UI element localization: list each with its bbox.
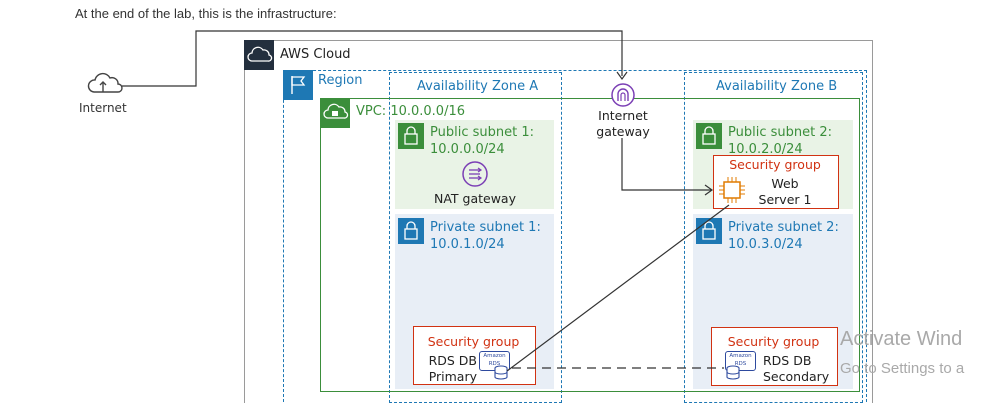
region-label: Region <box>318 73 363 88</box>
lock-icon <box>398 123 424 149</box>
nat-gateway-label: NAT gateway <box>433 191 516 206</box>
watermark-settings: Go to Settings to a <box>840 360 965 377</box>
cloud-icon <box>244 40 274 70</box>
aws-cloud-label: AWS Cloud <box>280 47 351 62</box>
cloud-lock-icon <box>320 98 350 128</box>
public-subnet-1-label: Public subnet 1:10.0.0.0/24 <box>430 125 534 157</box>
lock-icon <box>398 218 424 244</box>
lock-icon <box>696 218 722 244</box>
az-b-label: Availability Zone B <box>716 79 838 94</box>
internet-label: Internet <box>79 101 127 115</box>
flag-icon <box>283 70 313 100</box>
nat-gateway-icon <box>462 161 488 187</box>
intro-text: At the end of the lab, this is the infra… <box>75 6 337 21</box>
security-group-label: Security group <box>427 334 520 349</box>
az-a-label: Availability Zone A <box>417 79 539 94</box>
cloud-upload-icon <box>87 72 123 93</box>
ec2-instance-icon <box>719 177 745 203</box>
lock-icon <box>696 123 722 149</box>
public-subnet-2-label: Public subnet 2:10.0.2.0/24 <box>728 125 832 157</box>
vpc-label: VPC: 10.0.0.0/16 <box>356 104 465 119</box>
private-subnet-2-label: Private subnet 2:10.0.3.0/24 <box>728 220 839 252</box>
security-group-label: Security group <box>727 334 820 349</box>
vpc-boundary <box>320 98 860 392</box>
watermark-activate: Activate Wind <box>840 328 963 350</box>
private-subnet-1-label: Private subnet 1:10.0.1.0/24 <box>430 220 541 252</box>
security-group-label: Security group <box>729 157 821 172</box>
arch-icon <box>611 83 635 107</box>
